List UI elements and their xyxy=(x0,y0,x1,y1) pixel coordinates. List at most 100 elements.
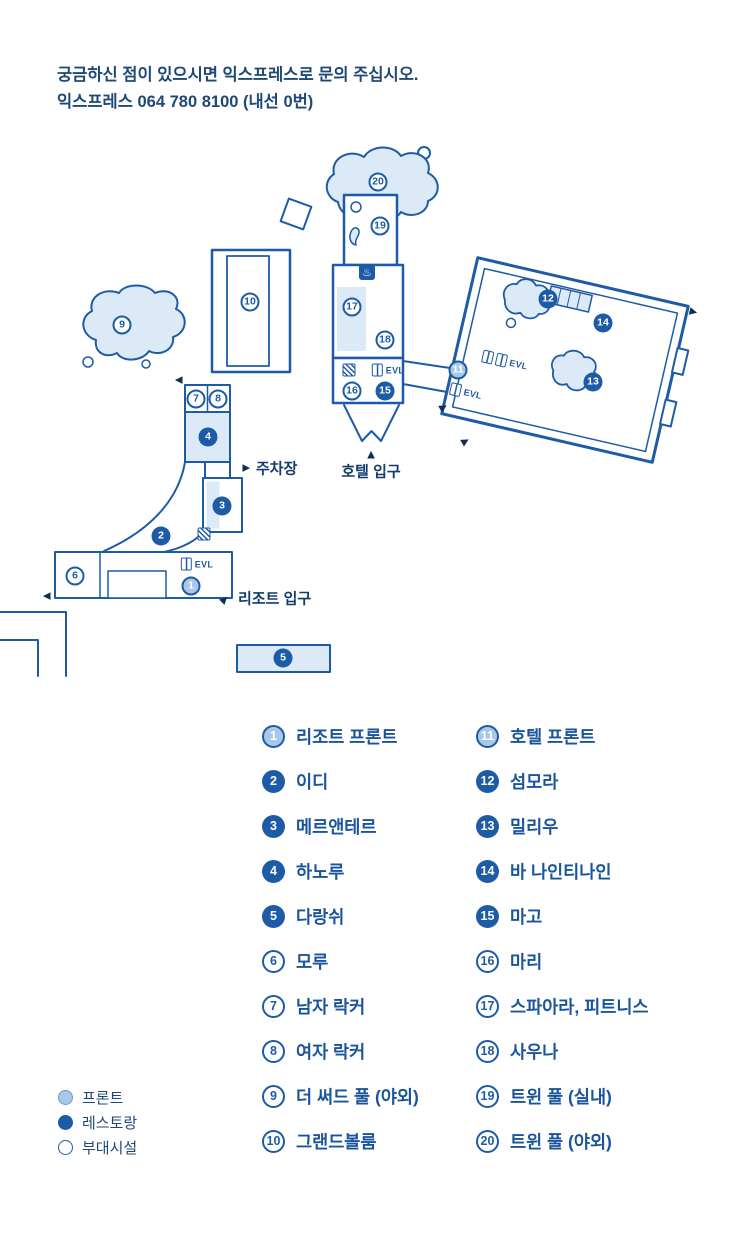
contact-line1: 궁금하신 점이 있으시면 익스프레스로 문의 주십시오. xyxy=(57,66,419,84)
evl-label: EVL xyxy=(508,357,529,372)
hotel-entrance-funnel xyxy=(343,404,400,442)
elevator-icon: EVL xyxy=(371,363,405,377)
facility-number-badge: 14 xyxy=(476,860,499,883)
map-label: 리조트 입구 xyxy=(238,590,312,608)
facility-number-badge: 20 xyxy=(476,1130,499,1153)
hotel-small-circle xyxy=(505,317,517,329)
map-marker-2: 2 xyxy=(151,526,171,546)
legend-label: 부대시설 xyxy=(82,1140,138,1157)
facility-number-badge: 3 xyxy=(262,815,285,838)
facility-label: 여자 락커 xyxy=(296,1042,366,1062)
map-label: 호텔 입구 xyxy=(341,463,401,481)
spa-icon: ♨ xyxy=(359,264,375,280)
map-marker-16: 16 xyxy=(342,381,362,401)
legend-dot-icon xyxy=(58,1090,73,1105)
facility-label: 남자 락커 xyxy=(296,997,366,1017)
facility-label: 리조트 프론트 xyxy=(296,727,398,747)
facility-number-badge: 8 xyxy=(262,1040,285,1063)
facility-label: 마리 xyxy=(510,952,543,972)
direction-arrow-icon: ▲ xyxy=(170,373,186,387)
pool-bump xyxy=(141,359,151,369)
facility-label: 메르앤테르 xyxy=(296,817,377,837)
facility-item-3: 3 메르앤테르 xyxy=(262,804,419,849)
third-pool-shape xyxy=(82,284,186,361)
direction-arrow-icon: ▲ xyxy=(239,461,255,475)
facility-label: 호텔 프론트 xyxy=(510,727,596,747)
escalator-icon xyxy=(342,363,356,377)
facility-item-15: 15 마고 xyxy=(476,894,649,939)
map-shapes xyxy=(0,146,690,677)
direction-arrow-icon: ▲ xyxy=(364,446,378,462)
contact-line2: 익스프레스 064 780 8100 (내선 0번) xyxy=(57,93,314,111)
facility-label: 이디 xyxy=(296,772,329,792)
map-marker-19: 19 xyxy=(370,216,390,236)
facility-number-badge: 17 xyxy=(476,995,499,1018)
evl-label: EVL xyxy=(385,365,405,375)
legend-item-front: 프론트 xyxy=(58,1085,137,1110)
stage-stripes xyxy=(556,287,582,310)
map-marker-1: 1 xyxy=(181,576,201,596)
facility-item-14: 14 바 나인티나인 xyxy=(476,849,649,894)
map-marker-3: 3 xyxy=(212,496,232,516)
facility-item-8: 8 여자 락커 xyxy=(262,1029,419,1074)
facility-number-badge: 5 xyxy=(262,905,285,928)
facility-number-badge: 15 xyxy=(476,905,499,928)
facility-label: 밀리우 xyxy=(510,817,559,837)
map-marker-20: 20 xyxy=(368,172,388,192)
map-marker-5: 5 xyxy=(273,648,293,668)
facility-item-9: 9 더 써드 풀 (야외) xyxy=(262,1074,419,1119)
facility-number-badge: 9 xyxy=(262,1085,285,1108)
map-marker-17: 17 xyxy=(342,297,362,317)
facility-label: 바 나인티나인 xyxy=(510,862,612,882)
evl-label: EVL xyxy=(194,559,214,569)
hotel-connector-road xyxy=(402,360,451,393)
legend-label: 레스토랑 xyxy=(82,1115,138,1132)
small-pool-circle xyxy=(350,201,362,213)
facility-number-badge: 4 xyxy=(262,860,285,883)
facility-label: 마고 xyxy=(510,907,543,927)
legend-item-facility: 부대시설 xyxy=(58,1135,137,1160)
direction-arrow-icon: ▲ xyxy=(38,589,54,603)
elevator-icon: EVL xyxy=(180,557,214,571)
hotel-wing-shape xyxy=(440,256,690,464)
facility-label: 스파아라, 피트니스 xyxy=(510,997,649,1017)
facility-item-4: 4 하노루 xyxy=(262,849,419,894)
facility-number-badge: 11 xyxy=(476,725,499,748)
facility-label: 섬모라 xyxy=(510,772,559,792)
hotel-annex xyxy=(670,347,690,376)
legend-item-restaurant: 레스토랑 xyxy=(58,1110,137,1135)
map-marker-6: 6 xyxy=(65,566,85,586)
map-marker-4: 4 xyxy=(198,427,218,447)
facility-label: 그랜드볼룸 xyxy=(296,1132,377,1152)
hotel-inner-outline xyxy=(451,267,679,453)
facility-label: 더 써드 풀 (야외) xyxy=(296,1087,419,1107)
facility-number-badge: 7 xyxy=(262,995,285,1018)
offscreen-road xyxy=(0,611,67,677)
direction-arrow-icon: ▲ xyxy=(685,304,703,320)
corridor xyxy=(204,461,231,479)
pool-bump xyxy=(82,356,94,368)
escalator-icon xyxy=(197,527,211,541)
strip-inner-room xyxy=(107,570,167,599)
facility-number-badge: 18 xyxy=(476,1040,499,1063)
facility-label: 트윈 풀 (야외) xyxy=(510,1132,612,1152)
hotel-annex xyxy=(659,398,678,428)
facility-number-badge: 19 xyxy=(476,1085,499,1108)
legend-dot-icon xyxy=(58,1115,73,1130)
legend-label: 프론트 xyxy=(82,1090,124,1107)
facility-number-badge: 6 xyxy=(262,950,285,973)
map-marker-15: 15 xyxy=(375,381,395,401)
facility-label: 하노루 xyxy=(296,862,345,882)
contact-note: 궁금하신 점이 있으시면 익스프레스로 문의 주십시오. 익스프레스 064 7… xyxy=(57,62,418,116)
